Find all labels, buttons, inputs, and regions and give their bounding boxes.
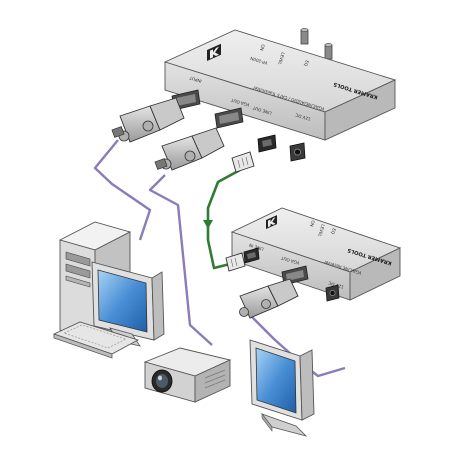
kramer-logo-receiver-icon [266, 215, 277, 229]
pc-monitor [91, 261, 165, 347]
vga-plug-out [154, 127, 225, 171]
receiver-unit: KRAMER TOOLS VGA/LINE Receiver ON LEVEL … [230, 207, 402, 302]
vga-cable-pc [93, 139, 152, 241]
receiver-eq-label: EQ [330, 228, 337, 236]
transmitter-eq-label: EQ [303, 60, 310, 68]
power-jack[interactable] [289, 142, 306, 162]
line-out-rj45-port[interactable] [257, 134, 277, 153]
transmitter-level-label: LEVEL [277, 52, 286, 66]
transmitter-vga-out-label: VGA OUT [230, 97, 250, 108]
vga-out-port[interactable] [214, 107, 244, 129]
display-monitor [249, 339, 315, 437]
eq-knob[interactable] [300, 28, 309, 45]
vga-plug-input [111, 97, 185, 143]
receiver-line-in-rj45-port[interactable] [243, 247, 260, 264]
transmitter-on-label: ON [259, 44, 266, 52]
vga-cable-projector [148, 174, 213, 346]
transmitter-line-out-label: LINE OUT [252, 105, 273, 116]
receiver-on-label: ON [309, 220, 316, 228]
rj45-plug-transmitter [231, 151, 255, 173]
transmitter-unit: VP-200N VGA/LINE/AUDIO / CAT5 Transmitte… [163, 28, 397, 162]
arrow-down-icon [203, 220, 213, 229]
projector [143, 347, 232, 403]
keyboard [52, 321, 140, 359]
transmitter-power-label: 12V DC [295, 112, 312, 121]
receiver-power-jack[interactable] [325, 284, 340, 302]
level-knob[interactable] [324, 43, 333, 60]
transmitter-model: VP-200N [250, 56, 269, 66]
receiver-line-in-label: LINE IN [248, 243, 264, 252]
kramer-logo-icon [207, 43, 221, 61]
receiver-level-label: LEVEL [317, 224, 326, 238]
vga-plug-receiver [239, 278, 299, 319]
transmitter-in-label: INPUT [188, 75, 202, 84]
receiver-vga-out-label: VGA OUT [280, 255, 300, 266]
rj45-plug-receiver [225, 252, 246, 272]
